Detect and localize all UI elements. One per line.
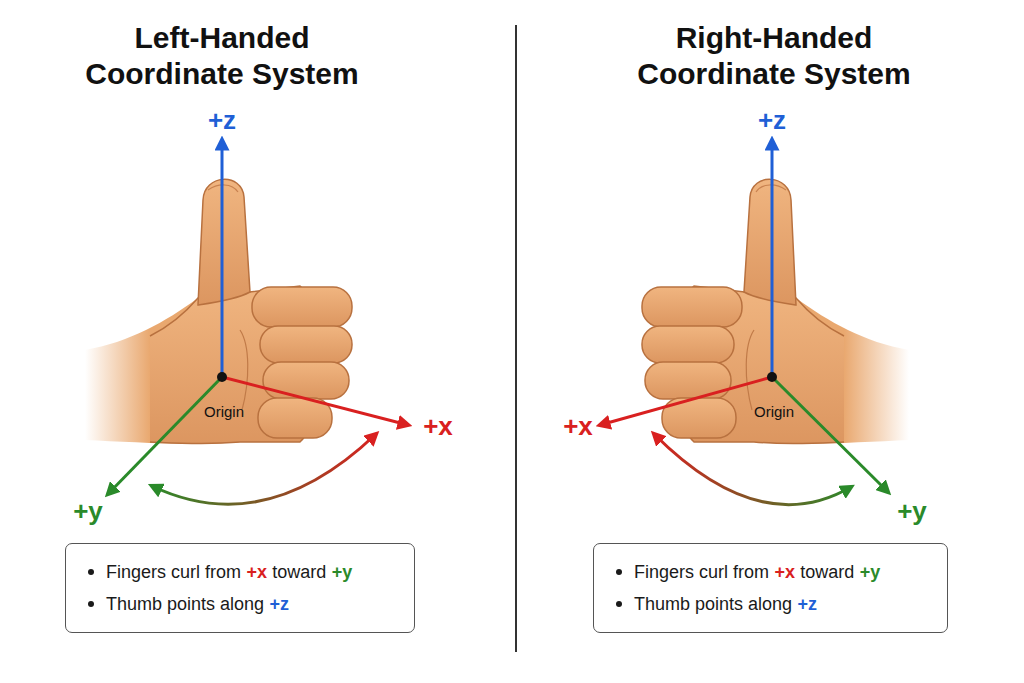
origin-dot xyxy=(217,372,227,382)
box-text: toward xyxy=(272,562,326,582)
axis-name: +x xyxy=(774,562,795,582)
z-axis xyxy=(771,140,774,377)
axis-label: +z xyxy=(208,105,236,136)
x-axis xyxy=(600,377,772,425)
box-text: Fingers curl from xyxy=(106,562,241,582)
box-text: Thumb points along xyxy=(106,594,264,614)
palm-crease xyxy=(240,330,248,410)
axis-name: +z xyxy=(270,594,290,614)
bullet-dot xyxy=(616,569,622,575)
x-axis xyxy=(222,377,408,425)
info-box: Fingers curl from+xtoward +yThumb points … xyxy=(65,543,415,633)
origin-dot xyxy=(767,372,777,382)
y-axis xyxy=(108,377,222,494)
panel-heading: Left-Handed Coordinate System xyxy=(72,20,372,92)
curl-arrow xyxy=(654,434,851,505)
hand-finger xyxy=(252,287,352,327)
box-text: Fingers curl from xyxy=(634,562,769,582)
bullet-line: Fingers curl from+xtoward +y xyxy=(614,556,927,588)
bullet-dot xyxy=(88,569,94,575)
left-hand xyxy=(85,179,352,443)
hand-finger xyxy=(260,326,352,363)
bullet-line: Thumb points along +z xyxy=(614,588,927,620)
bullet-line: Fingers curl from+xtoward +y xyxy=(86,556,394,588)
axis-name: +y xyxy=(332,562,353,582)
axis-label: +x xyxy=(423,411,453,442)
axis-name: +x xyxy=(246,562,267,582)
origin-label: Origin xyxy=(204,403,244,420)
y-axis xyxy=(772,377,888,492)
hand-finger xyxy=(263,362,349,399)
origin-label: Origin xyxy=(754,403,794,420)
axis-label: +y xyxy=(73,496,103,527)
bullet-dot xyxy=(616,601,622,607)
axis-label: +z xyxy=(758,105,786,136)
box-text: toward xyxy=(800,562,854,582)
curl-arrow xyxy=(152,434,376,504)
axis-label: +x xyxy=(563,411,593,442)
panel-heading: Right-Handed Coordinate System xyxy=(624,20,924,92)
divider-line xyxy=(515,25,517,652)
axis-name: +z xyxy=(798,594,818,614)
axis-label: +y xyxy=(897,496,927,527)
hand-thumb xyxy=(198,179,250,305)
z-axis xyxy=(221,140,224,377)
axis-name: +y xyxy=(860,562,881,582)
info-box: Fingers curl from+xtoward +yThumb points … xyxy=(593,543,948,633)
box-text: Thumb points along xyxy=(634,594,792,614)
right-hand xyxy=(642,179,909,443)
bullet-line: Thumb points along +z xyxy=(86,588,394,620)
bullet-dot xyxy=(88,601,94,607)
